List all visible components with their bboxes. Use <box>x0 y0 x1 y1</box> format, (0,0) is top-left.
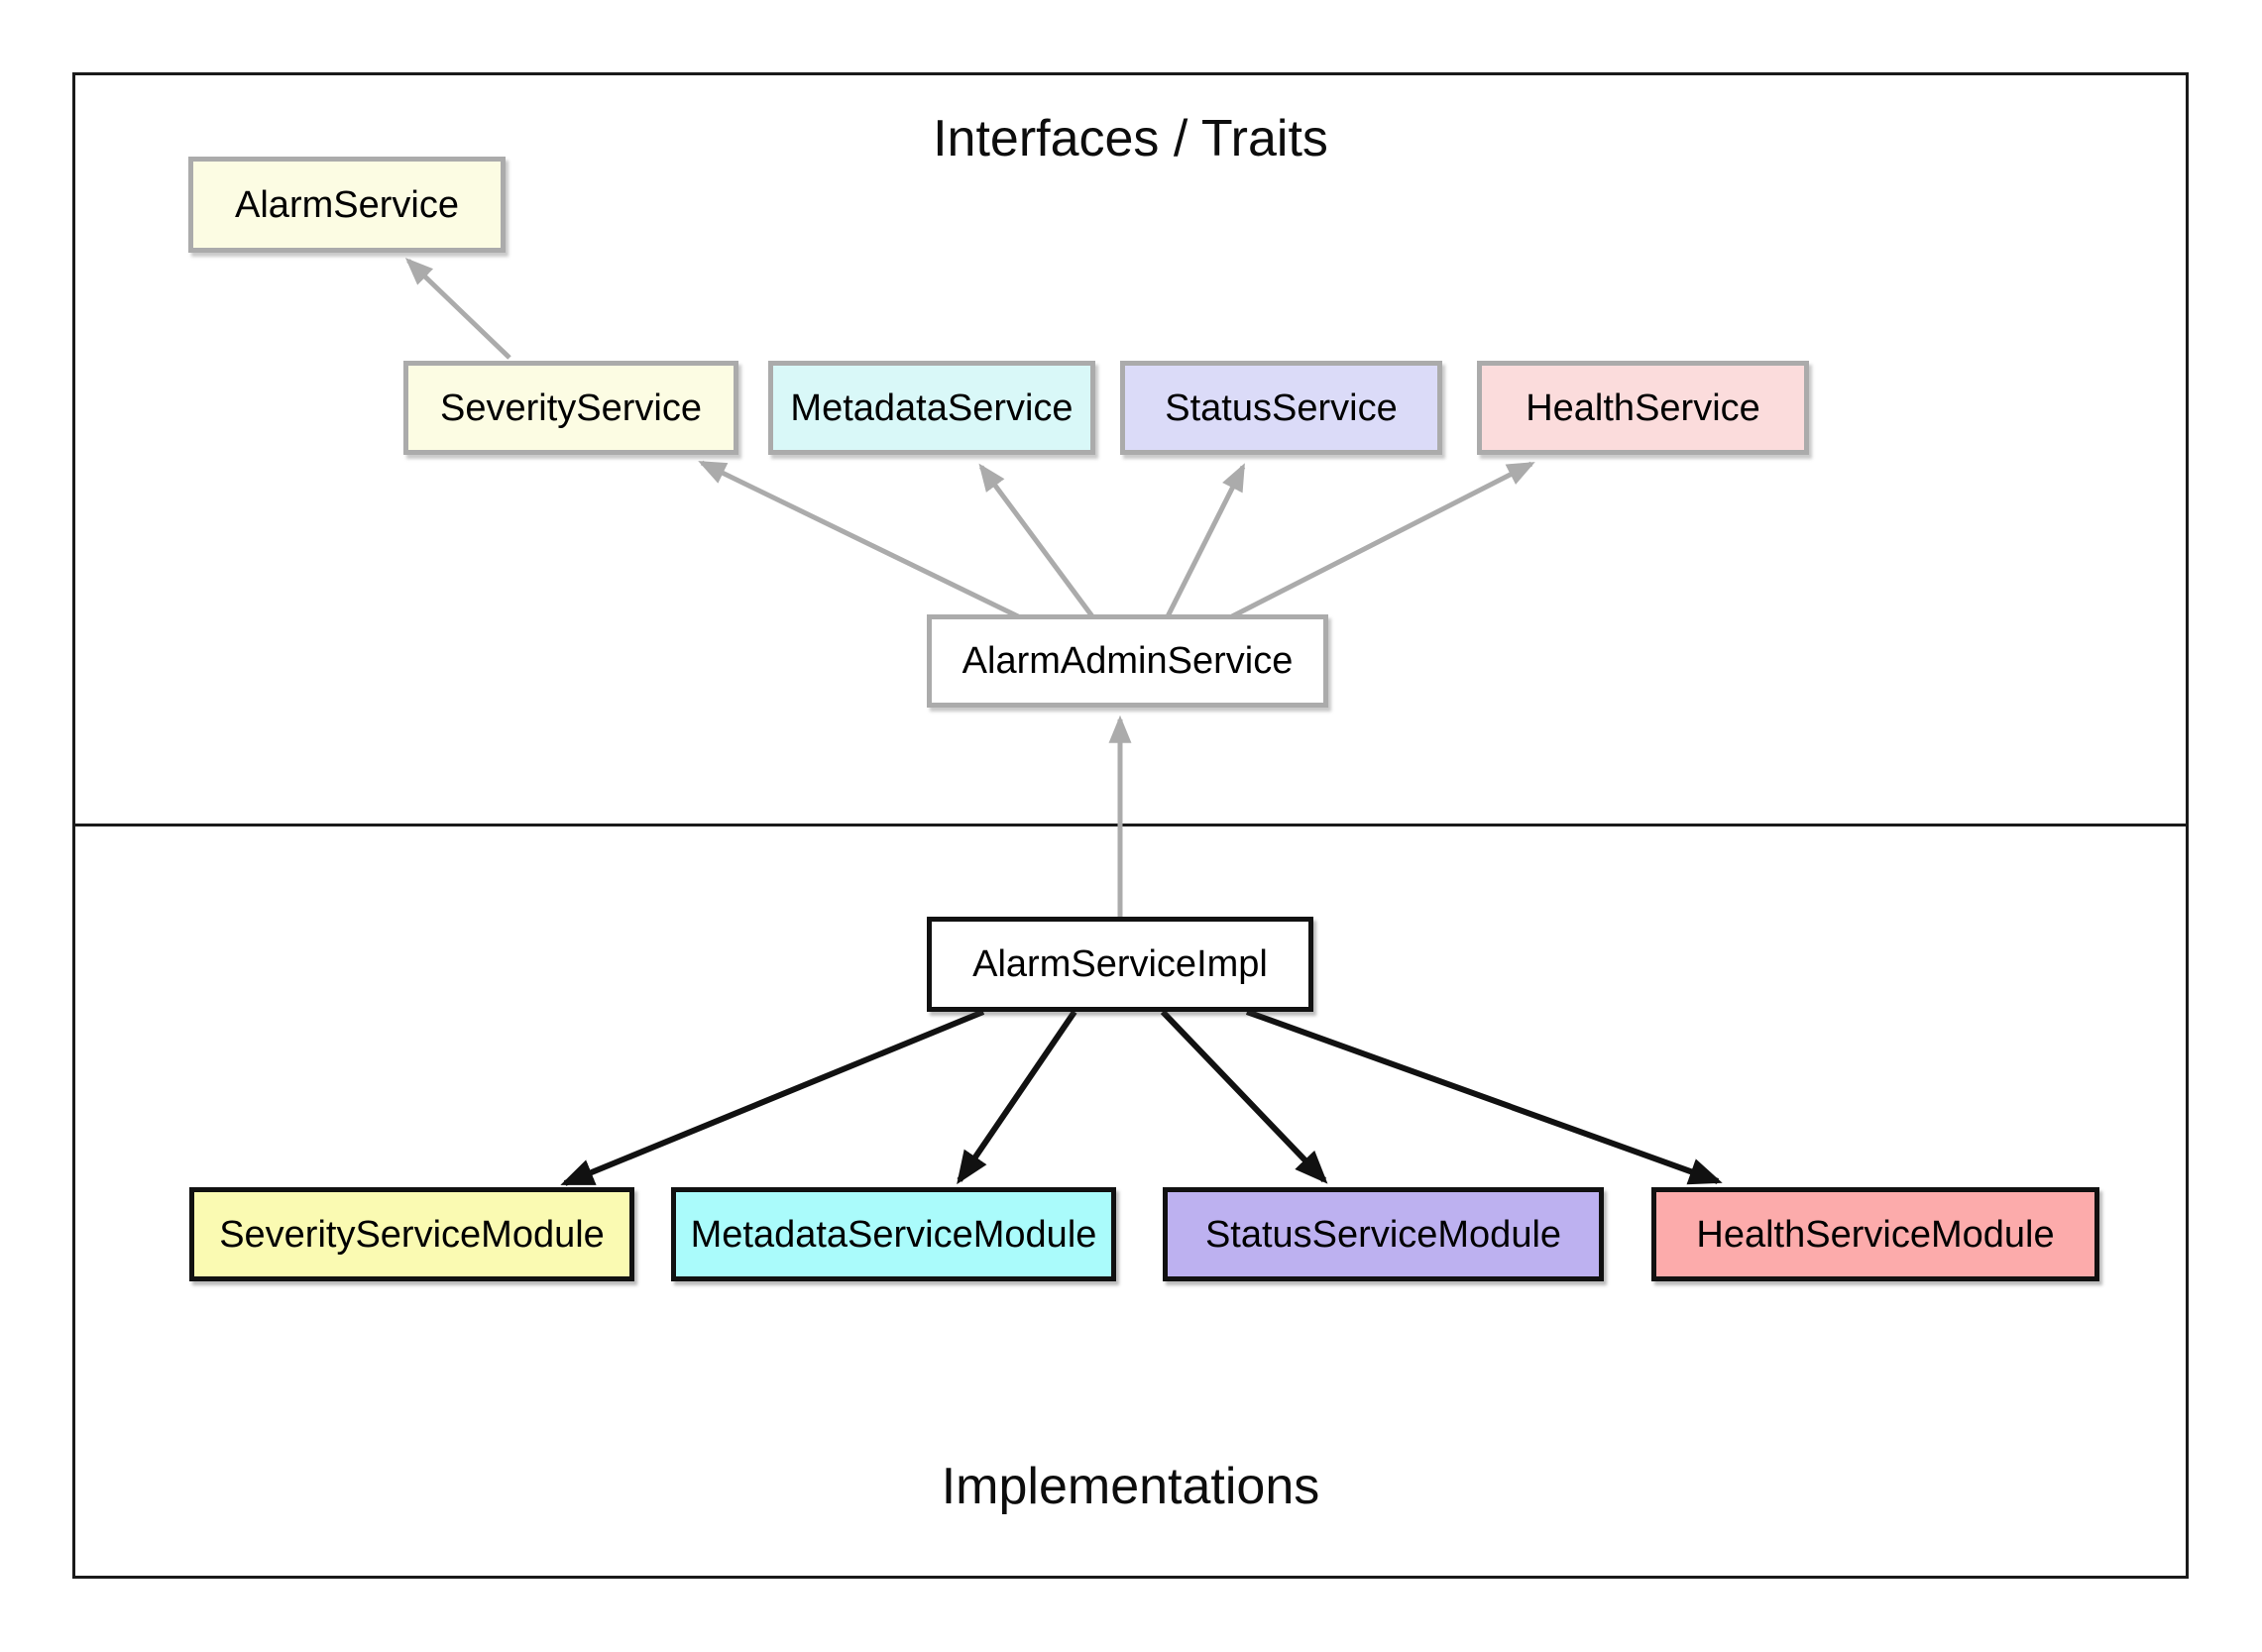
node-alarm-service: AlarmService <box>188 157 506 253</box>
node-label: StatusService <box>1165 386 1398 429</box>
node-label: SeverityServiceModule <box>219 1213 605 1256</box>
section-title-interfaces: Interfaces / Traits <box>933 110 1328 167</box>
node-label: AlarmServiceImpl <box>972 943 1268 985</box>
node-severity-service: SeverityService <box>403 361 738 455</box>
node-alarm-admin-service: AlarmAdminService <box>927 614 1328 708</box>
node-health-service-module: HealthServiceModule <box>1651 1187 2099 1281</box>
node-metadata-service: MetadataService <box>768 361 1095 455</box>
node-label: AlarmService <box>235 183 459 226</box>
node-metadata-service-module: MetadataServiceModule <box>671 1187 1116 1281</box>
node-alarm-service-impl: AlarmServiceImpl <box>927 917 1313 1012</box>
node-label: HealthServiceModule <box>1696 1213 2055 1256</box>
node-status-service-module: StatusServiceModule <box>1163 1187 1604 1281</box>
node-severity-service-module: SeverityServiceModule <box>189 1187 634 1281</box>
node-health-service: HealthService <box>1477 361 1809 455</box>
node-status-service: StatusService <box>1120 361 1442 455</box>
node-label: SeverityService <box>440 386 702 429</box>
node-label: HealthService <box>1526 386 1760 429</box>
node-label: AlarmAdminService <box>961 640 1294 682</box>
node-label: StatusServiceModule <box>1204 1213 1562 1256</box>
node-label: MetadataService <box>790 386 1074 429</box>
node-label: MetadataServiceModule <box>690 1213 1097 1256</box>
section-divider-line <box>72 824 2189 826</box>
section-title-implementations: Implementations <box>941 1458 1320 1515</box>
